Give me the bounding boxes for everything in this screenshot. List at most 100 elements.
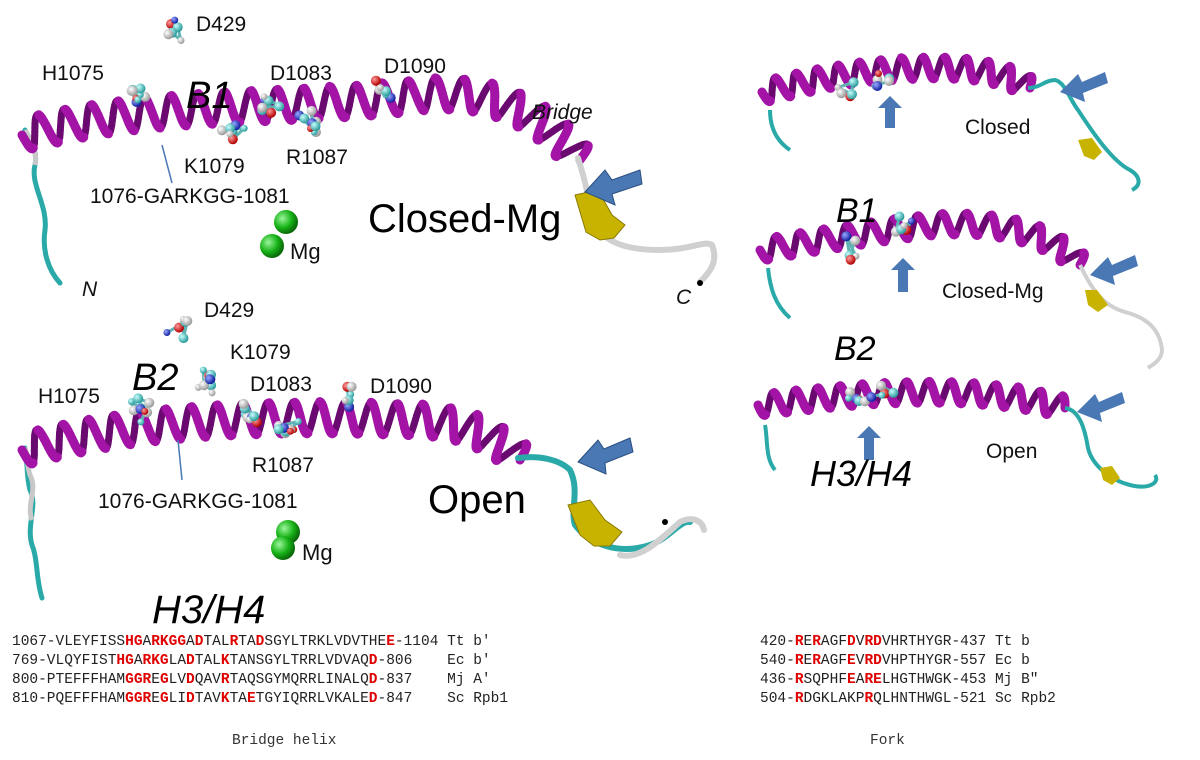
atom [127,85,138,96]
sequence-segment: QAV [194,672,221,688]
label-motif-open: 1076-GARKGG-1081 [98,490,298,513]
sequence-segment: E [151,672,160,688]
helix-ribbon-segment [287,115,298,125]
sequence-segment: A [186,634,195,650]
alignment-row: 540-RERAGFEVRDVHPTHYGR-557 Ec b [760,652,1056,671]
atom [274,101,285,112]
conserved-residue: RKGG [151,634,187,650]
atom [894,211,905,222]
mg-ion-4 [271,536,295,560]
side-chain-d1090-open [341,381,357,412]
sequence-segment: 769-VLQYFIST [12,653,117,669]
helix-ribbon-segment [206,119,217,129]
label-d1090-open: D1090 [370,375,432,398]
fork-arrow-closed-mg [584,169,643,206]
conserved-residue: R [812,653,821,669]
sequence-segment: SQPHF [803,672,848,688]
sequence-segment: LI [168,691,187,707]
conserved-residue: D [368,672,378,688]
small-closedmg-coil [766,267,792,320]
conserved-residue: RD [864,653,882,669]
atom [135,83,146,94]
small-closed-atoms-2 [871,70,895,91]
sequence-segment: -1104 [394,634,439,650]
small-label-b2: B2 [834,330,876,368]
conserved-residue: R [812,634,821,650]
atom [266,107,277,118]
sequence-segment: -837 [377,672,413,688]
small-helix-closed-mg [755,208,1089,270]
sequence-segment: LV [168,672,187,688]
helix-ribbon-segment [760,410,771,420]
small-open-atoms-1 [845,387,870,407]
side-chain-d1083-open [238,398,262,428]
atom [137,418,145,426]
conserved-residue: E [386,634,395,650]
atom [240,124,248,132]
helix-ribbon-segment [785,91,796,102]
sequence-segment: A [855,672,865,688]
side-chain-r1087-open [273,418,302,439]
atom [133,393,144,404]
small-open-up-arrow [857,426,881,460]
atom [141,407,149,415]
conserved-residue: D [255,634,265,650]
sequence-segment: E [803,634,813,650]
helix-ribbon-segment [340,112,351,123]
conserved-residue: RD [864,634,882,650]
atom [900,222,908,230]
small-closed-atoms-1 [834,77,859,102]
helix-ribbon-segment [76,447,87,458]
label-d1090: D1090 [384,55,446,78]
sequence-segment: L [168,653,178,669]
atom [848,77,859,88]
conserved-residue: HG [125,634,143,650]
atom [273,424,284,435]
motif-leader-open [177,439,183,481]
sequence-segment: SGYLTRKLVDVTHE [264,634,387,650]
label-h1075-open: H1075 [38,385,100,408]
small-helix-closed [757,52,1037,106]
small-closedmg-arrow [1090,255,1138,285]
label-b2: B2 [132,357,178,399]
sequence-segment: VHPTHYGR-557 [881,653,987,669]
small-panel-open: B2 Open H3/H4 [753,330,1159,494]
small-open-atoms-2 [866,380,899,403]
small-label-b1: B1 [836,192,878,230]
atom [841,231,852,242]
sequence-segment: V [855,634,865,650]
alignment-row: 800-PTEFFFHAMGGREGLVDQAVRTAQSGYMQRRLINAL… [12,671,508,690]
conserved-residue: D [194,634,204,650]
side-chain-k1079-closed [216,120,248,145]
helix-ribbon-segment [260,116,271,126]
sequence-segment: 540- [760,653,795,669]
atom [907,217,915,225]
alignment-row: 504-RDGKLAKPRQLHNTHWGL-521 Sc Rpb2 [760,690,1056,709]
atom [376,84,384,92]
atom [171,16,179,24]
sequence-segment: 810-PQEFFFHAM [12,691,126,707]
label-d429-open: D429 [204,299,254,322]
sequence-segment: LHGTHWGK-453 [881,672,987,688]
sequence-segment: -847 [377,691,413,707]
small-closed-strand [1078,138,1102,160]
atom [238,398,249,409]
label-k1079: K1079 [184,155,245,178]
atom [876,380,886,391]
atom [134,96,142,104]
sequence-segment: A [142,634,152,650]
helix-ribbon-segment [810,247,820,257]
atom [128,398,135,406]
side-chain-d429-open [163,316,193,344]
atom [299,113,310,124]
helix-ribbon-segment [418,105,429,116]
beta-strand-open [567,499,623,547]
small-closed-up-arrow [878,96,902,128]
panel-title-closed-mg: Closed-Mg [368,197,561,241]
label-d429: D429 [196,13,246,36]
atom [260,93,268,101]
species-label: Sc Rpb2 [994,691,1056,707]
small-label-open: Open [986,440,1037,463]
side-chain-h1075-open [128,393,155,426]
